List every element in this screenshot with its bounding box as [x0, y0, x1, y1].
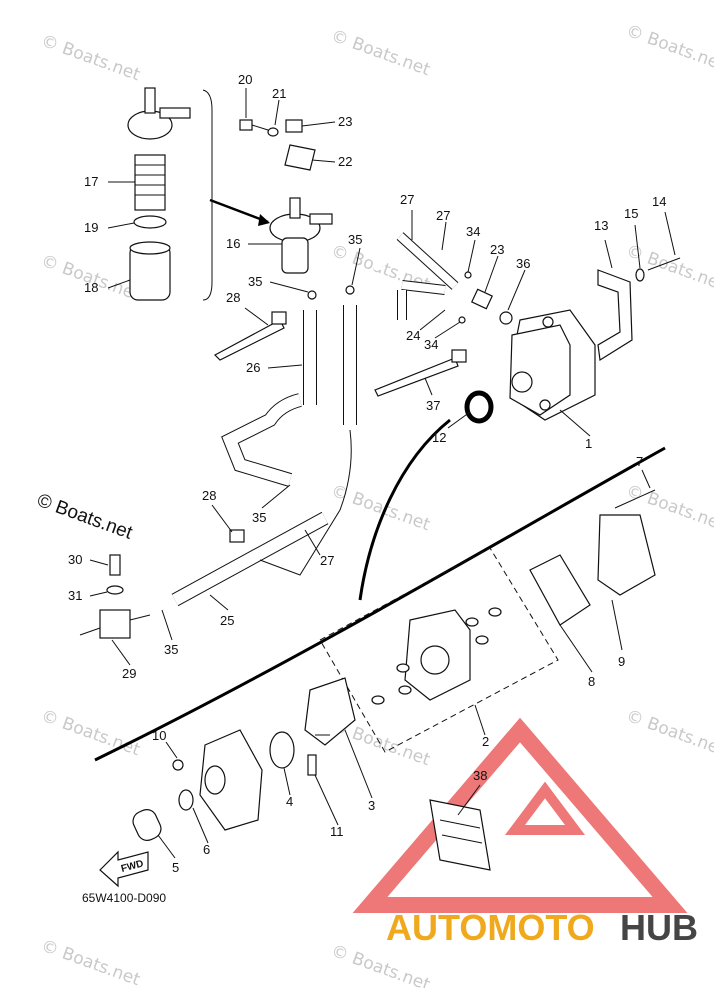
callout: 35 [252, 510, 266, 525]
callout: 27 [400, 192, 414, 207]
watermark: © Boats.net [38, 706, 143, 760]
callout: 25 [220, 613, 234, 628]
watermark: © Boats.net [328, 481, 433, 535]
callout: 38 [473, 768, 487, 783]
callout: 27 [320, 553, 334, 568]
callout: 11 [330, 824, 344, 839]
callout: 6 [203, 842, 210, 857]
callout: 22 [338, 154, 352, 169]
callout: 7 [636, 454, 643, 469]
fuel-pump-body-1 [464, 309, 596, 424]
callout: 23 [338, 114, 352, 129]
callout: 21 [272, 86, 286, 101]
watermark: © Boats.net [328, 26, 433, 80]
hoses-top [374, 225, 513, 325]
callout: 35 [348, 232, 362, 247]
callout: 28 [226, 290, 240, 305]
callout: 36 [516, 256, 530, 271]
bolts-top [239, 119, 316, 171]
callout: 26 [246, 360, 260, 375]
callout: 19 [84, 220, 98, 235]
callout: 4 [286, 794, 293, 809]
callout: 9 [618, 654, 625, 669]
diagram-code: 65W4100-D090 [82, 891, 166, 905]
joint-31 [79, 554, 151, 639]
callout: 31 [68, 588, 82, 603]
callout: 27 [436, 208, 450, 223]
callout: 5 [172, 860, 179, 875]
fuel-pump-16 [269, 197, 333, 274]
watermark: © Boats.net [38, 251, 143, 305]
callout: 1 [585, 436, 592, 451]
assembly-divider-line [94, 446, 666, 762]
watermark: © Boats.net [623, 706, 714, 760]
callout: 34 [466, 224, 480, 239]
label-38 [429, 799, 491, 871]
callout: 18 [84, 280, 98, 295]
callout: 17 [84, 174, 98, 189]
brand-name-part2: HUB [620, 907, 698, 948]
callout: 12 [432, 430, 446, 445]
callout: 24 [406, 328, 420, 343]
callout: 13 [594, 218, 608, 233]
leader-lines [89, 88, 676, 859]
callout: 35 [164, 642, 178, 657]
callout: 16 [226, 236, 240, 251]
callout: 3 [368, 798, 375, 813]
callout: 10 [152, 728, 166, 743]
watermark: © Boats.net [623, 21, 714, 75]
callout: 15 [624, 206, 638, 221]
callout: 29 [122, 666, 136, 681]
callout: 37 [426, 398, 440, 413]
callout: 35 [248, 274, 262, 289]
fuel-filter-exploded [127, 87, 191, 301]
callout: 2 [482, 734, 489, 749]
watermark: © Boats.net [38, 31, 143, 85]
callouts: 20 21 23 22 17 19 18 16 35 35 27 27 34 2… [68, 72, 666, 875]
callout: 28 [202, 488, 216, 503]
callout: 14 [652, 194, 666, 209]
watermark: © Boats.net [38, 936, 143, 988]
fwd-arrow: FWD [99, 850, 149, 888]
watermark: © Boats.net [623, 241, 714, 295]
callout: 30 [68, 552, 82, 567]
callout: 20 [238, 72, 252, 87]
bracket-13 [597, 269, 633, 362]
callout: 23 [490, 242, 504, 257]
hoses-lower [171, 305, 357, 607]
callout: 8 [588, 674, 595, 689]
brand-name-part1: AUTOMOTO [386, 907, 595, 948]
kit-outline-2 [319, 547, 559, 753]
pump-internals [132, 607, 502, 841]
callout: 34 [424, 337, 438, 352]
copyright-text: © Boats.net [34, 490, 135, 544]
connection-arrow-line [358, 418, 451, 601]
